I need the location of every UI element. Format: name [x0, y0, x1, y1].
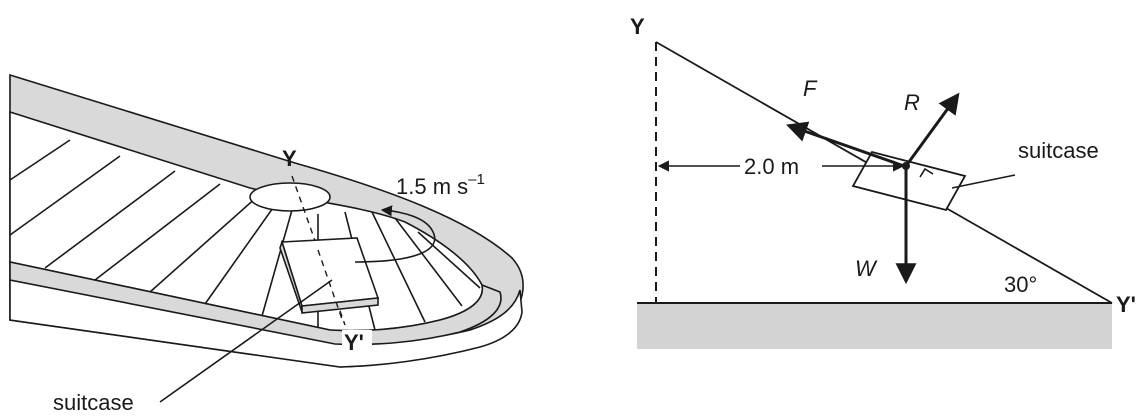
- carousel-diagram: Y Y' 1.5 m s–1 suitcase: [9, 73, 524, 415]
- carousel-inner-lip: [9, 261, 502, 346]
- speed-label: 1.5 m s–1: [396, 171, 485, 199]
- suitcase-leader-left: [159, 279, 333, 403]
- centre-of-mass-dot: [902, 162, 910, 170]
- suitcase-left: [279, 237, 380, 314]
- suitcase-leader-right: [951, 174, 1016, 189]
- distance-label: 2.0 m: [744, 154, 799, 179]
- axis-line-yy-over: [317, 249, 344, 323]
- label-yprime-left: Y': [344, 330, 364, 355]
- label-y-left: Y: [282, 146, 297, 171]
- right-angle-marker: [919, 167, 934, 178]
- label-yprime-left-bg: [342, 330, 372, 354]
- force-f-arrow: [786, 121, 905, 168]
- label-y-right: Y: [630, 14, 645, 39]
- force-r-label: R: [904, 90, 920, 115]
- speed-value: 1.5 m s: [396, 174, 468, 199]
- label-yprime-right: Y': [1116, 292, 1136, 317]
- force-diagram: Y Y' F R W 2.0 m 30° suitcase: [630, 14, 1136, 349]
- belt-slats: [9, 139, 481, 331]
- ground-surface: [637, 303, 1112, 349]
- suitcase-label-left: suitcase: [53, 390, 134, 415]
- angle-label: 30°: [1004, 272, 1037, 297]
- rotation-arrow: [354, 205, 436, 263]
- suitcase-label-right: suitcase: [1018, 138, 1099, 163]
- force-r-arrow: [904, 92, 960, 167]
- force-w-label: W: [855, 256, 878, 281]
- speed-exponent: –1: [468, 171, 485, 188]
- force-f-label: F: [803, 76, 818, 101]
- carousel-hub: [249, 182, 331, 212]
